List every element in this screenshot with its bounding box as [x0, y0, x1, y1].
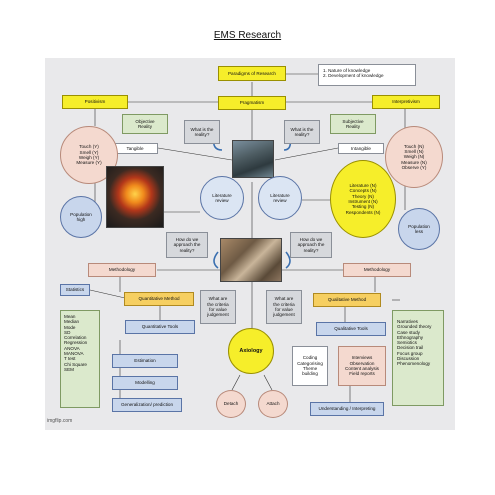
quantitative-tools-box: Quantitative Tools: [125, 320, 195, 334]
collapsed-building-photo: [232, 140, 274, 178]
understanding-interpreting-box: Understanding / Interpreting: [310, 402, 384, 416]
modelling-box: Modelling: [112, 376, 178, 390]
knowledge-box: 1. Nature of knowledge 2. Development of…: [318, 64, 416, 86]
literature-review-right-circle: Literature review: [258, 176, 302, 220]
qualitative-method-box: Qualitative Method: [313, 293, 381, 307]
estimation-box: Estimation: [112, 354, 178, 368]
population-less-circle: Population less: [398, 208, 440, 250]
coding-categorising-box: Coding Categorising Theme building: [292, 346, 328, 386]
connector-stats-quant: [89, 289, 126, 299]
criteria-value-judgement-left: What are the criteria for value judgemen…: [200, 290, 236, 324]
connector-axiology-detach: [231, 374, 241, 391]
subjective-reality-box: Subjective Reality: [330, 114, 376, 134]
cycle-arrow-lower-left: [213, 251, 219, 269]
objective-reality-box: Objective Reality: [122, 114, 168, 134]
qualitative-tools-box: Qualitative Tools: [316, 322, 386, 336]
connector-axiology-attach: [263, 374, 273, 391]
tangible-box: Tangible: [112, 143, 158, 154]
rescue-workers-photo: [220, 238, 282, 282]
cycle-arrow-lower-right: [285, 251, 291, 269]
pragmatism-box: Pragmatism: [218, 96, 286, 110]
population-high-circle: Population high: [60, 196, 102, 238]
methodology-left-box: Methodology: [88, 263, 156, 277]
interpretivism-box: Interpretivism: [372, 95, 440, 109]
intangible-box: Intangible: [338, 143, 384, 154]
page-title: EMS Research: [213, 30, 282, 41]
statistics-list-box: Mean Median Mode SD Correlation Regressi…: [60, 310, 100, 408]
quantitative-method-box: Quantitative Method: [124, 292, 194, 306]
generalization-prediction-box: Generalization/ prediction: [112, 398, 182, 412]
literature-list-ellipse: Literature (N) Concepts (N) Theory (N) I…: [330, 160, 396, 238]
statistics-box: Statistics: [60, 284, 90, 296]
burning-vehicle-photo: [106, 166, 164, 228]
criteria-value-judgement-right: What are the criteria for value judgemen…: [266, 290, 302, 324]
paradigms-of-research-box: Paradigms of Research: [218, 66, 286, 81]
methodology-right-box: Methodology: [343, 263, 411, 277]
detach-circle: Detach: [216, 390, 246, 418]
literature-review-left-circle: Literature review: [200, 176, 244, 220]
what-is-reality-left: What is the reality?: [184, 120, 220, 144]
qualitative-approaches-list: Narratives Grounded theory Case study Et…: [392, 310, 444, 406]
connector-intangible-photo: [274, 147, 339, 161]
senses-interpretivism-circle: Touch (N) Smell (N) Weigh (N) Measure (N…: [385, 126, 443, 188]
watermark: imgflip.com: [47, 418, 73, 424]
attach-circle: Attach: [258, 390, 288, 418]
how-approach-reality-left: How do we approach the reality?: [166, 232, 208, 258]
connector-tangible-photo: [157, 147, 233, 161]
positivism-box: Positivism: [62, 95, 128, 109]
what-is-reality-right: What is the reality?: [284, 120, 320, 144]
axiology-circle: Axiology: [228, 328, 274, 374]
how-approach-reality-right: How do we approach the reality?: [290, 232, 332, 258]
interviews-observation-box: Interviews Observation Content analysis …: [338, 346, 386, 386]
